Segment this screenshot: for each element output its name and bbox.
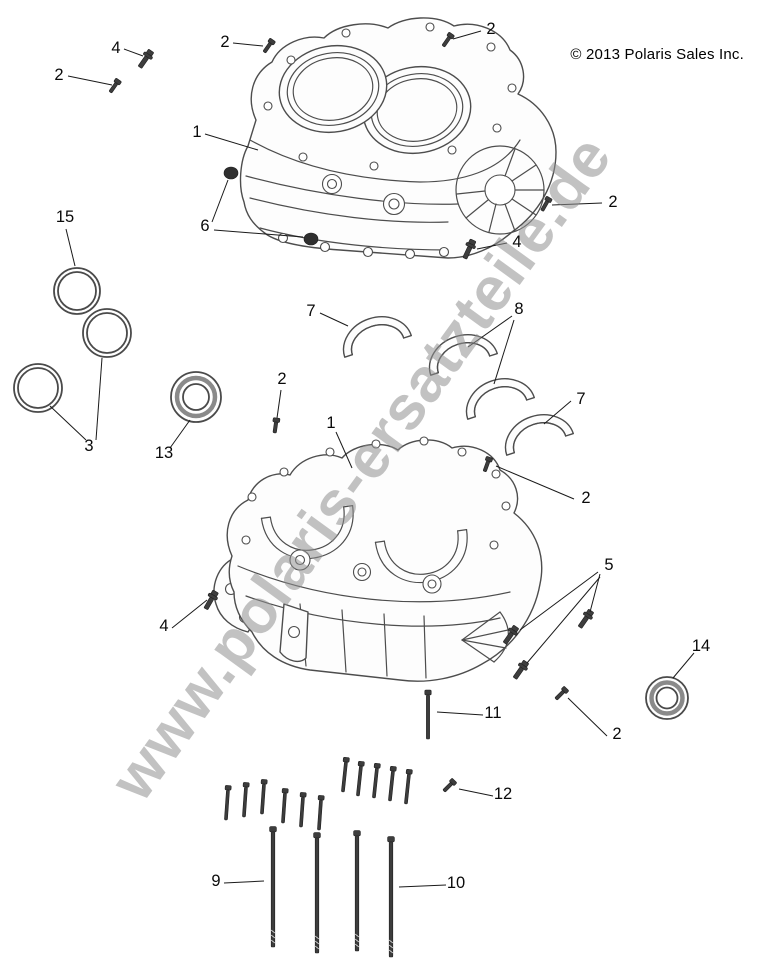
bolt — [354, 760, 365, 797]
bolt — [297, 792, 307, 828]
callout-4: 4 — [111, 39, 120, 57]
callout-2: 2 — [608, 193, 617, 211]
flange-bolt — [575, 607, 596, 631]
callout-2: 2 — [486, 20, 495, 38]
end-cover-ribs — [455, 145, 545, 235]
o-ring-15 — [53, 267, 101, 315]
bolt — [339, 756, 350, 793]
bolt — [402, 768, 413, 805]
plug-right — [303, 232, 319, 246]
screw — [553, 685, 570, 702]
callout-4: 4 — [512, 233, 521, 251]
o-ring-3b — [13, 363, 63, 413]
callout-1: 1 — [192, 123, 201, 141]
callout-7: 7 — [306, 302, 315, 320]
long-bolt — [313, 832, 321, 954]
seal-14 — [645, 676, 689, 720]
callout-2: 2 — [277, 370, 286, 388]
screw — [261, 37, 276, 55]
o-ring-3a — [82, 308, 132, 358]
leader-lines — [49, 30, 695, 888]
bolt — [240, 782, 250, 818]
plug-left — [223, 166, 239, 180]
callout-1: 1 — [326, 414, 335, 432]
callout-2: 2 — [581, 489, 590, 507]
flange-bolt — [135, 47, 156, 71]
callout-4: 4 — [159, 617, 168, 635]
callout-12: 12 — [494, 785, 512, 803]
lower-crankcase-drawing — [213, 436, 543, 682]
callout-3: 3 — [84, 437, 93, 455]
callout-7: 7 — [576, 390, 585, 408]
long-bolt — [353, 830, 361, 952]
callout-2: 2 — [54, 66, 63, 84]
bolt — [222, 785, 232, 821]
callout-10: 10 — [447, 874, 465, 892]
seal-13 — [170, 371, 222, 423]
long-bolt-9 — [269, 826, 277, 948]
bolt — [386, 765, 397, 802]
callout-15: 15 — [56, 208, 74, 226]
bearing-shell — [335, 307, 413, 358]
screw — [441, 777, 458, 794]
bolt — [315, 795, 325, 831]
bolt — [258, 779, 268, 815]
screw — [107, 77, 122, 95]
bolt — [370, 762, 381, 799]
bearing-saddle-left — [260, 504, 354, 560]
screw — [270, 417, 281, 434]
callout-13: 13 — [155, 444, 173, 462]
callout-8: 8 — [514, 300, 523, 318]
upper-crankcase-drawing — [223, 17, 557, 260]
bolt-11 — [424, 689, 432, 740]
callout-5: 5 — [604, 556, 613, 574]
callout-2: 2 — [220, 33, 229, 51]
callout-9: 9 — [211, 872, 220, 890]
callout-2: 2 — [612, 725, 621, 743]
bolt — [279, 788, 289, 824]
callouts: 4 2 2 2 1 2 6 4 15 7 8 3 13 2 1 7 2 5 4 … — [54, 20, 710, 892]
copyright-notice: © 2013 Polaris Sales Inc. — [570, 46, 744, 63]
callout-14: 14 — [692, 637, 710, 655]
callout-11: 11 — [484, 704, 501, 722]
long-bolt-10 — [387, 836, 395, 958]
callout-6: 6 — [200, 217, 209, 235]
bearing-shell — [497, 405, 575, 456]
cylinder-bore-left — [278, 44, 388, 134]
